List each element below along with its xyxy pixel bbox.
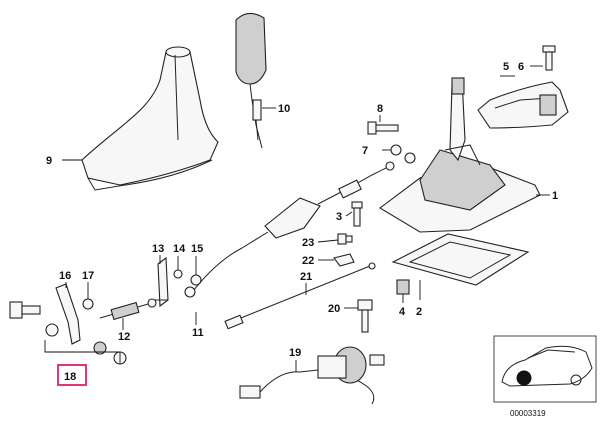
part-7-nut[interactable] <box>390 144 416 164</box>
part-22-clip[interactable] <box>333 253 355 267</box>
part-6-screw[interactable] <box>542 45 556 71</box>
part-1-shift-assembly[interactable] <box>379 76 541 233</box>
callout-16: 16 <box>59 270 71 282</box>
part-17-nut[interactable] <box>82 298 94 310</box>
callout-8: 8 <box>377 103 383 115</box>
diagram-id: 00003319 <box>510 409 546 418</box>
vehicle-location-inset <box>493 335 597 403</box>
part-23-screw[interactable] <box>337 233 353 245</box>
callout-22: 22 <box>302 255 314 267</box>
callout-14: 14 <box>173 243 186 255</box>
part-13-bracket[interactable] <box>150 256 169 308</box>
callout-21: 21 <box>300 271 312 283</box>
callout-5: 5 <box>503 61 509 73</box>
callout-13: 13 <box>152 243 164 255</box>
part-12-cable-end[interactable] <box>99 298 157 321</box>
part-9-shift-boot[interactable] <box>81 46 219 191</box>
callout-20: 20 <box>328 303 340 315</box>
callout-6: 6 <box>518 61 524 73</box>
callout-10: 10 <box>278 103 290 115</box>
part-4-clip[interactable] <box>396 279 410 295</box>
part-8-bolt[interactable] <box>367 121 399 135</box>
part-11-shift-cable[interactable] <box>189 161 395 296</box>
callout-17: 17 <box>82 270 94 282</box>
part-16-lever[interactable] <box>55 283 81 345</box>
callout-3: 3 <box>336 211 342 223</box>
callout-1: 1 <box>552 190 558 202</box>
callout-7: 7 <box>362 145 368 157</box>
part-15-nut[interactable] <box>184 274 202 298</box>
callout-11: 11 <box>192 327 204 339</box>
part-kit-18-components[interactable] <box>9 301 127 365</box>
part-21-cable-rod[interactable] <box>224 262 376 330</box>
part-20-bolt[interactable] <box>357 299 373 333</box>
part-3-screw[interactable] <box>351 201 363 227</box>
callout-2: 2 <box>416 306 422 318</box>
callout-18: 18 <box>64 371 76 383</box>
callout-15: 15 <box>191 243 203 255</box>
callout-19: 19 <box>289 347 301 359</box>
callout-23: 23 <box>302 237 314 249</box>
part-19-sensor[interactable] <box>239 346 385 405</box>
callout-9: 9 <box>46 155 52 167</box>
part-10-shift-knob[interactable] <box>235 12 267 149</box>
part-2-base-plate[interactable] <box>391 233 530 286</box>
callout-18-highlight[interactable] <box>57 364 87 386</box>
part-5-cover[interactable] <box>477 81 569 129</box>
part-14-washer[interactable] <box>173 269 183 279</box>
callout-4: 4 <box>399 306 406 318</box>
callout-12: 12 <box>118 331 130 343</box>
